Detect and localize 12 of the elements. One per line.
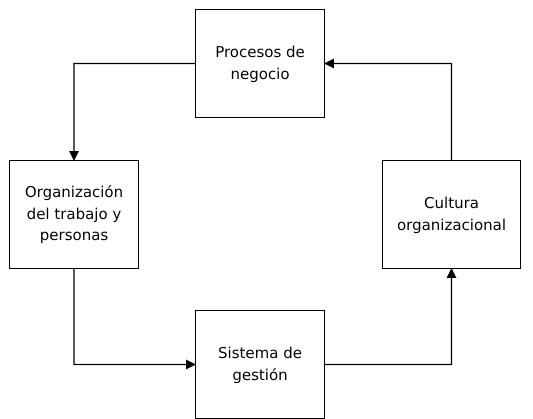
arrow	[324, 58, 452, 160]
arrow	[69, 62, 195, 161]
process-box	[195, 310, 325, 419]
box-label: Cultura organizacional	[396, 192, 507, 236]
arrow	[73, 269, 196, 370]
box-label: Sistema de gestión	[217, 342, 303, 386]
process-box	[195, 9, 325, 118]
box-label: Organización del trabajo y personas	[24, 182, 124, 246]
process-box	[9, 160, 139, 269]
process-box	[382, 160, 521, 269]
arrow	[325, 268, 456, 366]
box-label: Procesos de negocio	[214, 42, 306, 84]
